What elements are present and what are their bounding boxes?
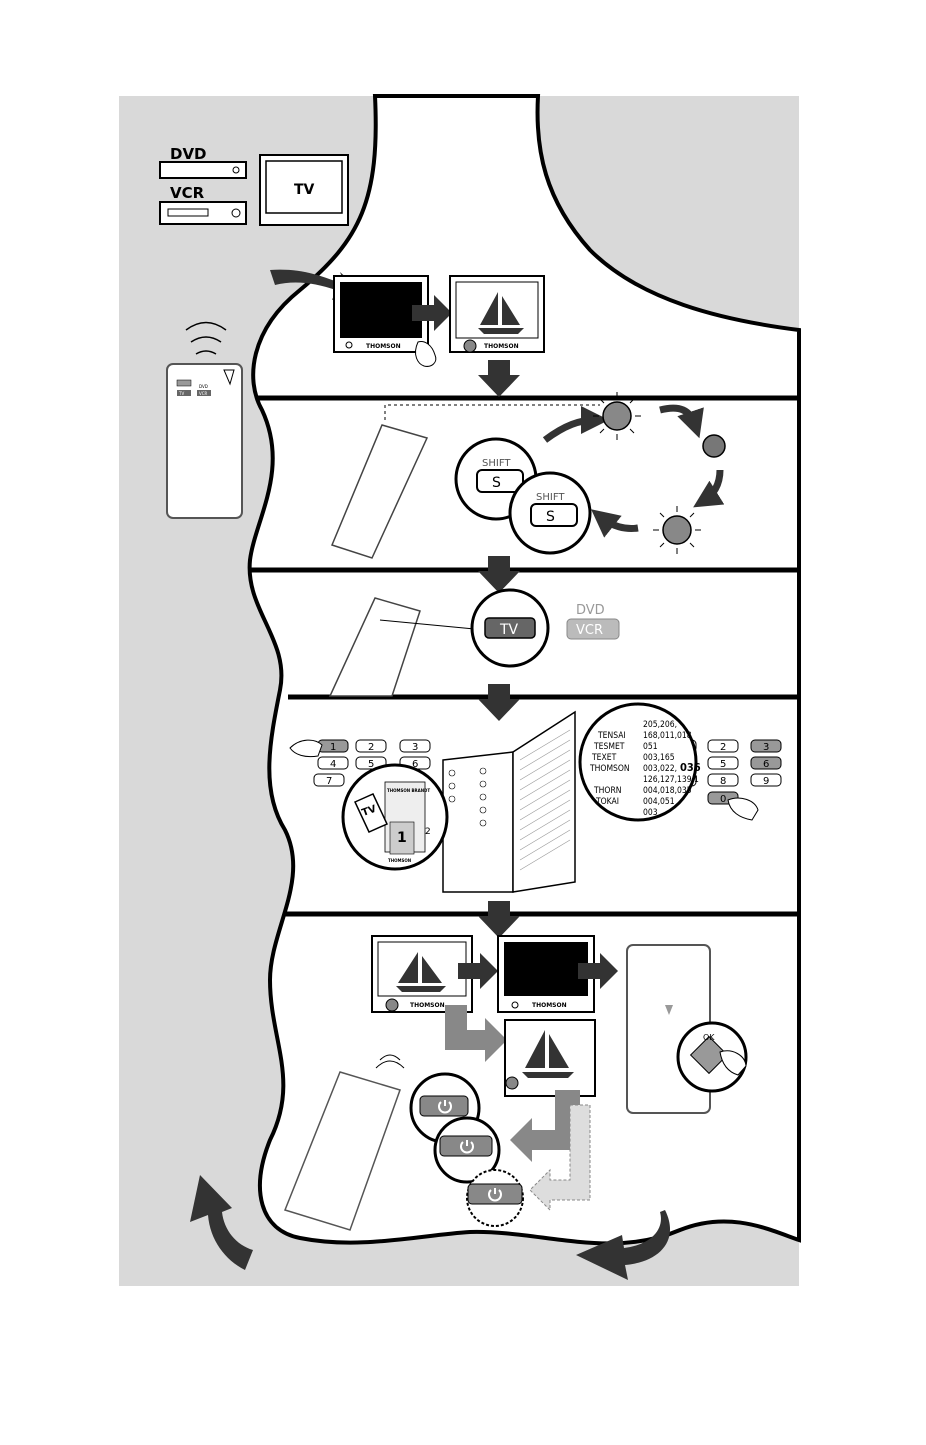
tv-brand-4: THOMSON <box>532 1002 567 1009</box>
step5-group: THOMSON THOMSON OK <box>284 935 748 1231</box>
svg-text:9: 9 <box>763 776 769 787</box>
right-arrow-2 <box>458 953 498 989</box>
side-remote-group: TV VCR DVD <box>166 321 243 519</box>
svg-text:0: 0 <box>720 794 726 805</box>
highlight-code: 036 <box>680 761 701 774</box>
dvd-player-icon <box>159 161 247 179</box>
remote-dvd-label: DVD <box>199 384 208 389</box>
booklet-page-1: 1 <box>397 830 407 846</box>
signal-waves-icon <box>185 321 227 355</box>
led-blinking-2 <box>662 515 692 545</box>
svg-text:004,018,035: 004,018,035 <box>643 786 692 796</box>
right-arrow-1 <box>412 295 452 331</box>
svg-text:THORN: THORN <box>593 786 621 796</box>
step3-group: TV DVD VCR <box>328 588 620 697</box>
remote-vcr-label: VCR <box>199 391 208 396</box>
svg-text:003: 003 <box>643 808 658 818</box>
step4-group: 1 2 3 4 5 6 7 <box>289 702 782 893</box>
remote-tv-label: TV <box>178 391 184 396</box>
vcr-player-icon <box>159 201 247 225</box>
sailboat-icon <box>478 292 524 334</box>
remote-tilted-5 <box>284 1071 401 1231</box>
dvd-label: DVD <box>170 145 207 163</box>
next-arrow <box>576 1210 671 1280</box>
booklet-footer: THOMSON <box>388 858 411 863</box>
devices-group: DVD VCR TV <box>159 145 349 226</box>
tv-label: TV <box>294 182 315 198</box>
svg-text:051: 051 <box>643 742 658 752</box>
vcr-label: VCR <box>170 184 205 202</box>
booklet-tv-tab: TV <box>361 804 379 819</box>
l-arrow-dark <box>510 1090 580 1162</box>
keypad-left: 1 2 3 4 5 6 7 <box>289 739 431 787</box>
svg-text:2: 2 <box>720 742 726 753</box>
svg-text:TOKAI: TOKAI <box>595 797 619 807</box>
remote-tilted-2 <box>330 424 429 559</box>
tv-brand-3: THOMSON <box>410 1002 445 1009</box>
led-blinking-1 <box>602 401 632 431</box>
shift-label-1: SHIFT <box>482 458 511 469</box>
svg-text:3: 3 <box>412 742 418 753</box>
down-arrow-4 <box>478 901 520 938</box>
standby-light-icon <box>463 339 477 353</box>
svg-text:8: 8 <box>720 776 726 787</box>
tv-brand-2: THOMSON <box>484 343 519 350</box>
svg-text:1: 1 <box>330 742 336 753</box>
down-arrow-1 <box>478 360 520 397</box>
svg-text:TEXET: TEXET <box>591 753 617 763</box>
svg-text:003,022,: 003,022, <box>643 764 677 774</box>
remote-tilted-3 <box>328 597 421 697</box>
signal-waves-icon-2 <box>375 1054 405 1069</box>
hand-icon <box>415 341 437 367</box>
svg-text:6: 6 <box>412 759 418 770</box>
shift-key-2: S <box>546 509 555 525</box>
svg-text:5: 5 <box>368 759 374 770</box>
step1-group: THOMSON THOMSON <box>333 275 545 367</box>
down-arrow-2 <box>478 556 520 593</box>
svg-text:205,206,: 205,206, <box>643 720 677 730</box>
shift-key-1: S <box>492 475 501 491</box>
down-arrow-3 <box>478 684 520 721</box>
tv-button-label: TV <box>499 622 519 638</box>
svg-text:004,051: 004,051 <box>643 797 675 807</box>
booklet-page-2: 2 <box>425 827 431 837</box>
svg-text:7: 7 <box>326 776 332 787</box>
zoom-circle-code-list <box>578 702 698 822</box>
svg-text:2: 2 <box>368 742 374 753</box>
svg-text:126,127,139,1: 126,127,139,1 <box>643 775 699 785</box>
step-arrows <box>478 360 520 938</box>
remote-control <box>166 363 243 519</box>
booklet-cover-title: THOMSON BRANDT <box>387 788 430 793</box>
l-arrow-gray <box>445 1005 507 1062</box>
ok-label: OK <box>703 1033 715 1042</box>
step3-dvd-label: DVD <box>576 603 605 618</box>
svg-text:3: 3 <box>763 742 769 753</box>
led-off <box>702 434 726 458</box>
svg-text:6: 6 <box>763 759 769 770</box>
svg-text:003,165: 003,165 <box>643 753 675 763</box>
booklet <box>442 710 576 893</box>
svg-text:168,011,018: 168,011,018 <box>643 731 692 741</box>
tv-brand-1: THOMSON <box>366 343 401 350</box>
step2-group: SHIFT S SHIFT S <box>330 392 726 559</box>
back-arrow <box>190 1175 253 1270</box>
right-arrow-3 <box>578 953 618 989</box>
svg-text:5: 5 <box>720 759 726 770</box>
svg-text:4: 4 <box>330 759 336 770</box>
svg-text:THOMSON: THOMSON <box>589 764 630 774</box>
l-arrow-light <box>529 1104 591 1212</box>
svg-text:TENSAI: TENSAI <box>597 731 626 741</box>
step3-vcr-label: VCR <box>576 623 603 638</box>
shift-label-2: SHIFT <box>536 492 565 503</box>
svg-text:TESMET: TESMET <box>593 742 625 752</box>
